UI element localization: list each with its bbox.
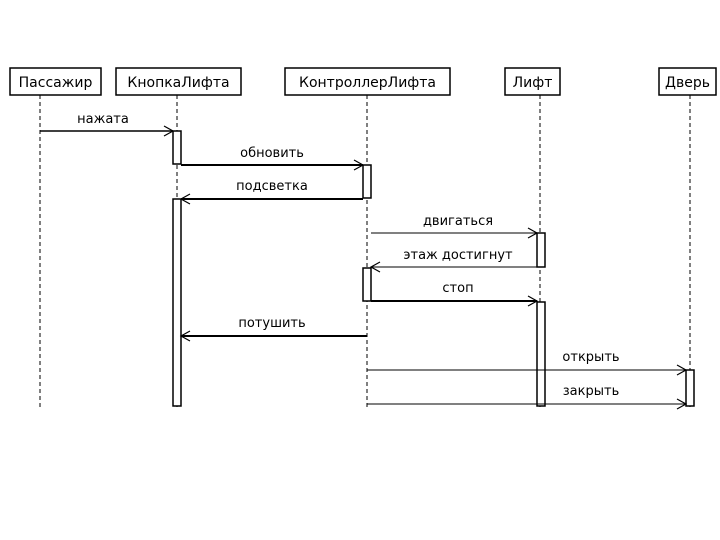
message-open-label: открыть xyxy=(562,350,619,365)
message-close-label: закрыть xyxy=(563,384,619,399)
object-elevator-button-label: КнопкаЛифта xyxy=(127,75,229,91)
activation-button-1 xyxy=(172,130,182,165)
message-pressed: нажата xyxy=(40,112,175,137)
activation-button-2 xyxy=(172,198,182,407)
activation-door xyxy=(685,369,695,407)
message-stop-label: стоп xyxy=(442,281,473,296)
object-passenger: Пассажир xyxy=(9,67,102,96)
message-highlight-label: подсветка xyxy=(236,179,308,194)
message-turn-off-label: потушить xyxy=(238,316,305,331)
object-door-label: Дверь xyxy=(665,75,710,91)
message-pressed-label: нажата xyxy=(77,112,129,127)
message-stop: стоп xyxy=(371,281,539,307)
message-highlight: подсветка xyxy=(179,179,363,205)
message-floor-reached-label: этаж достигнут xyxy=(403,248,513,263)
object-elevator-controller: КонтроллерЛифта xyxy=(284,67,451,96)
message-floor-reached: этаж достигнут xyxy=(369,248,537,273)
message-move: двигаться xyxy=(371,214,539,239)
object-passenger-label: Пассажир xyxy=(19,75,93,91)
object-elevator-controller-label: КонтроллерЛифта xyxy=(299,75,436,91)
message-update-label: обновить xyxy=(240,146,304,161)
object-door: Дверь xyxy=(658,67,717,96)
activation-lift-1 xyxy=(536,232,546,268)
message-open: открыть xyxy=(367,350,688,376)
message-update: обновить xyxy=(181,146,365,171)
object-elevator-label: Лифт xyxy=(513,75,553,91)
activation-lift-2 xyxy=(536,301,546,407)
activation-controller-2 xyxy=(362,267,372,302)
message-close: закрыть xyxy=(367,384,688,410)
activation-controller-1 xyxy=(362,164,372,199)
message-turn-off: потушить xyxy=(179,316,367,342)
object-elevator-button: КнопкаЛифта xyxy=(115,67,242,96)
object-elevator: Лифт xyxy=(504,67,561,96)
message-move-label: двигаться xyxy=(423,214,493,229)
